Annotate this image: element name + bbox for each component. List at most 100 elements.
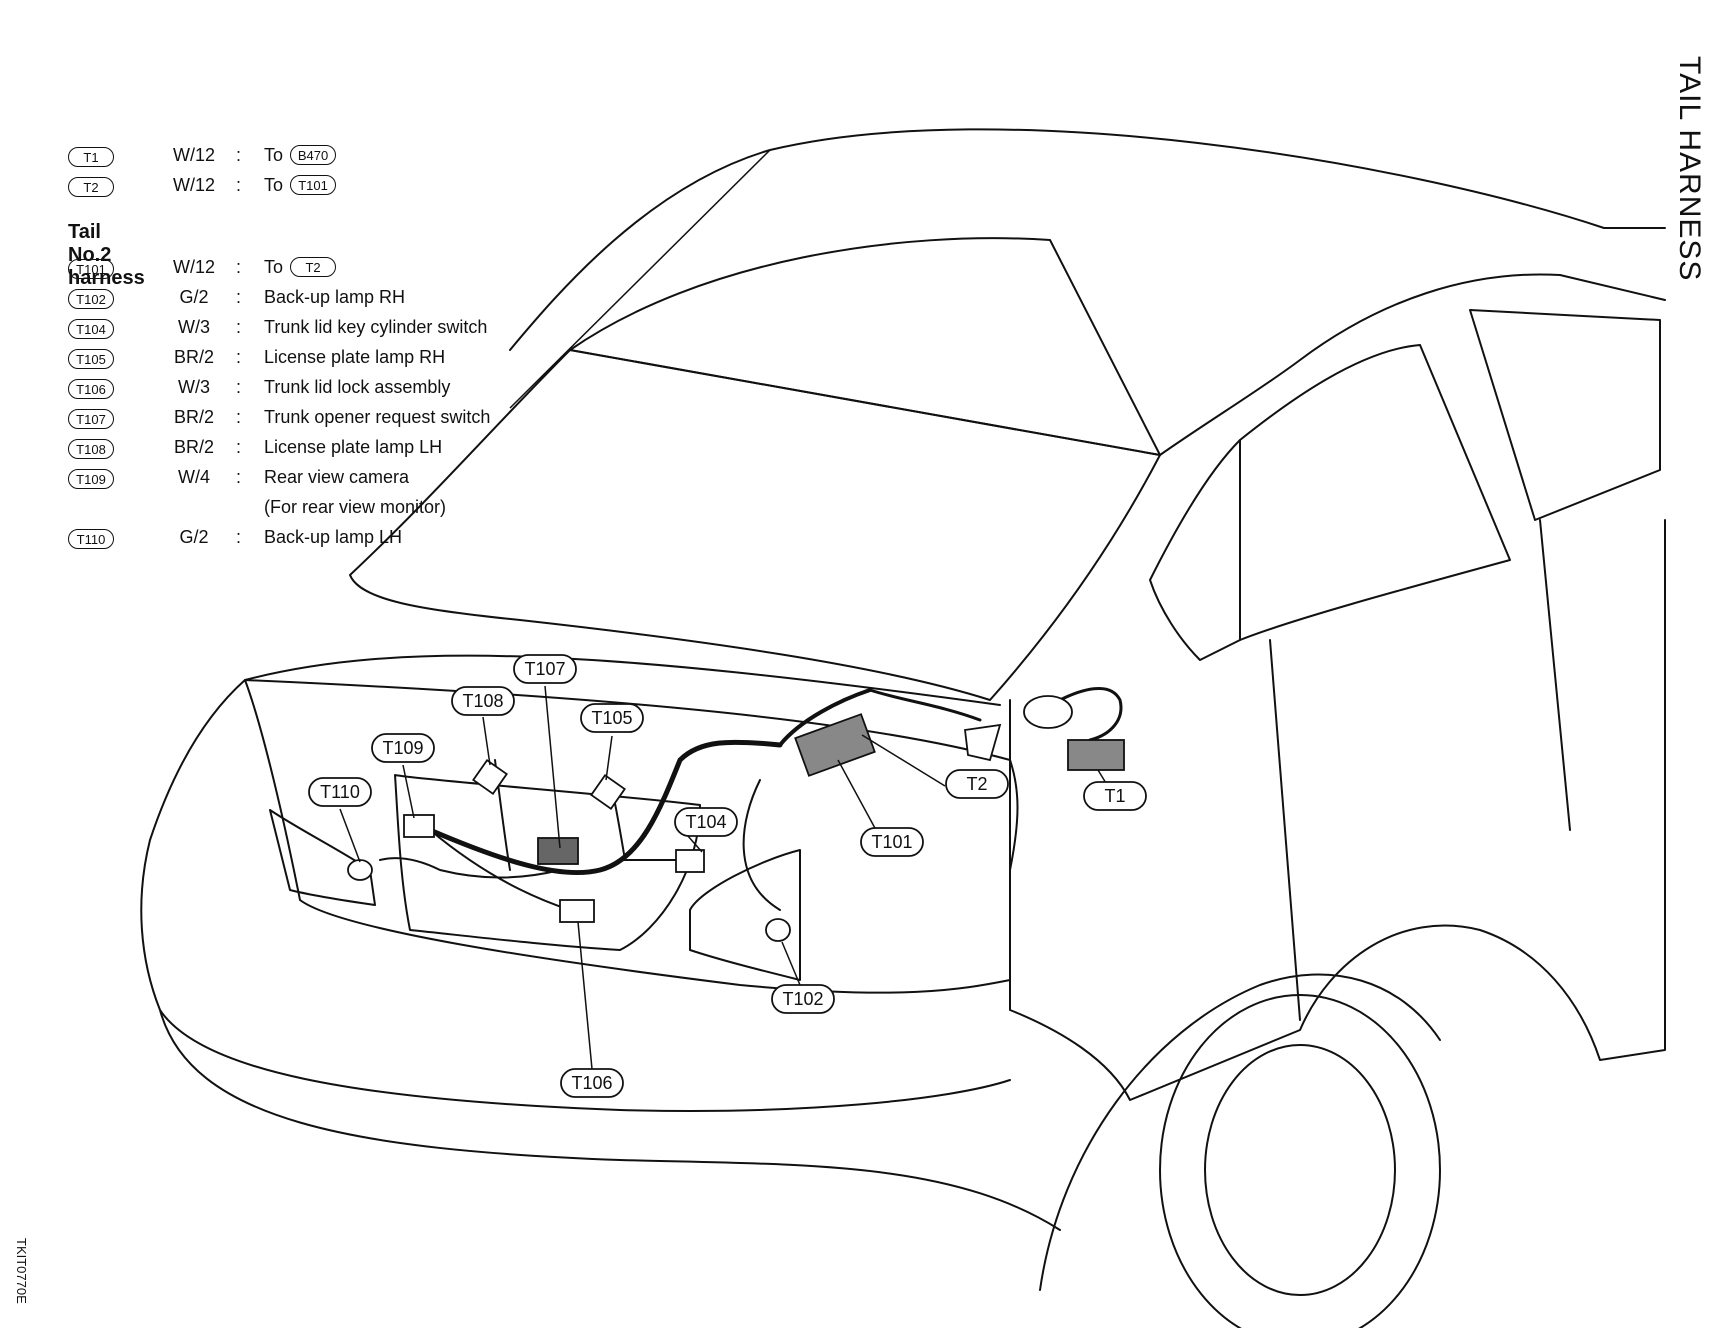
page-title: TAIL HARNESS xyxy=(1673,56,1706,282)
connector-code: BR/2 xyxy=(173,437,215,457)
separator: : xyxy=(236,317,242,337)
svg-text:T1: T1 xyxy=(1104,786,1125,806)
connector-ref-badge: T2 xyxy=(290,257,337,277)
connector-badge: T110 xyxy=(68,529,114,549)
tail-panel xyxy=(244,679,1019,994)
figure-id: TKIT0770E xyxy=(14,1238,29,1304)
callout-t106: T106 xyxy=(560,1068,624,1098)
callout-t102: T102 xyxy=(771,984,835,1014)
connector-description: Back-up lamp RH xyxy=(264,287,406,307)
bumper-bottom xyxy=(159,1009,1061,1231)
connector-note: (For rear view monitor) xyxy=(264,497,447,517)
trunk-lid xyxy=(349,349,1161,701)
callout-t101: T101 xyxy=(860,827,924,857)
connector-code: G/2 xyxy=(179,527,209,547)
separator: : xyxy=(236,467,242,487)
connector-t1-body xyxy=(1067,739,1125,771)
separator: : xyxy=(236,527,242,547)
roof-outline xyxy=(509,128,1666,351)
connector-description: License plate lamp RH xyxy=(264,347,446,367)
desc-prefix: To xyxy=(264,257,284,277)
side-window-rear xyxy=(1239,344,1511,641)
connector-t101-body xyxy=(794,713,876,777)
separator: : xyxy=(236,257,242,277)
separator: : xyxy=(236,377,242,397)
svg-text:T110: T110 xyxy=(320,782,360,802)
connector-description: Trunk opener request switch xyxy=(264,407,491,427)
connector-badge: T1 xyxy=(68,147,114,167)
connector-badge: T109 xyxy=(68,469,114,489)
connector-badge: T106 xyxy=(68,379,114,399)
rear-quarter-glass xyxy=(1149,439,1241,661)
desc-prefix: To xyxy=(264,175,284,195)
connector-code: W/3 xyxy=(177,377,210,397)
connector-code: W/12 xyxy=(172,145,215,165)
connector-description: Trunk lid lock assembly xyxy=(264,377,451,397)
callout-t104: T104 xyxy=(674,807,738,837)
separator: : xyxy=(236,407,242,427)
connector-t105-body xyxy=(590,774,626,810)
connector-code: BR/2 xyxy=(173,347,215,367)
svg-text:T107: T107 xyxy=(524,659,565,679)
svg-text:T105: T105 xyxy=(591,708,632,728)
callout-t1: T1 xyxy=(1083,781,1147,811)
connector-code: W/4 xyxy=(177,467,210,487)
connector-badge: T102 xyxy=(68,289,114,309)
side-window-front xyxy=(1469,309,1661,521)
connector-description: To T2 xyxy=(264,257,337,278)
body-side xyxy=(1009,519,1666,1101)
connector-description: To B470 xyxy=(264,145,337,166)
separator: : xyxy=(236,287,242,307)
svg-text:T109: T109 xyxy=(382,738,423,758)
connector-t104-body xyxy=(675,849,705,873)
separator: : xyxy=(236,145,242,165)
separator: : xyxy=(236,347,242,367)
c-pillar xyxy=(1159,273,1666,456)
lamp-left xyxy=(269,809,376,906)
harness-t106 xyxy=(429,829,571,911)
connector-description: Back-up lamp LH xyxy=(264,527,403,547)
connector-t102-body xyxy=(765,918,791,942)
connector-ref-badge: T101 xyxy=(290,175,337,195)
connector-badge: T101 xyxy=(68,259,114,279)
desc-prefix: To xyxy=(264,145,284,165)
connector-ref-badge: B470 xyxy=(290,145,337,165)
harness-branch-t2 xyxy=(868,688,982,722)
door-line-2 xyxy=(1539,519,1571,831)
roof-leader xyxy=(509,149,771,409)
connector-t106-body xyxy=(559,899,595,923)
callout-t108: T108 xyxy=(451,686,515,716)
connector-badge: T104 xyxy=(68,319,114,339)
svg-text:T101: T101 xyxy=(871,832,912,852)
svg-text:T2: T2 xyxy=(966,774,987,794)
connector-description: Rear view camera xyxy=(264,467,410,487)
harness-t110 xyxy=(379,857,561,879)
connector-code: BR/2 xyxy=(173,407,215,427)
callout-t2: T2 xyxy=(945,769,1009,799)
connector-t108-body xyxy=(472,759,508,795)
callout-t110: T110 xyxy=(308,777,372,807)
callout-t107: T107 xyxy=(513,654,577,684)
section-heading: Tail No.2 harness xyxy=(68,221,145,289)
svg-text:T108: T108 xyxy=(462,691,503,711)
connector-t2-body xyxy=(1023,695,1073,729)
connector-description: To T101 xyxy=(264,175,337,196)
connector-t107-body xyxy=(537,837,579,865)
rear-fascia xyxy=(140,679,1011,1112)
connector-code: G/2 xyxy=(179,287,209,307)
callout-t105: T105 xyxy=(580,703,644,733)
connector-badge: T2 xyxy=(68,177,114,197)
connector-code: W/12 xyxy=(172,257,215,277)
connector-badge: T105 xyxy=(68,349,114,369)
connector-code: W/3 xyxy=(177,317,210,337)
rear-wheel-arch xyxy=(1039,973,1441,1291)
lamp-right xyxy=(689,849,801,981)
harness-t102 xyxy=(742,779,781,911)
svg-text:T106: T106 xyxy=(571,1073,612,1093)
rear-window xyxy=(569,237,1161,456)
connector-code: W/12 xyxy=(172,175,215,195)
rear-rim xyxy=(1204,1044,1396,1296)
rear-tire xyxy=(1159,994,1441,1328)
